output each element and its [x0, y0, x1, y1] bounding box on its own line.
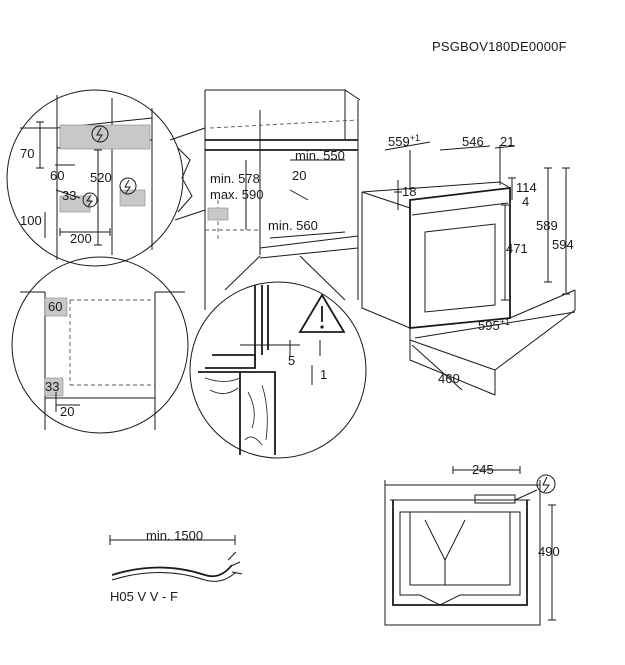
dim-4: 4 [522, 194, 529, 209]
dim-245: 245 [472, 462, 494, 477]
dim-460: 460 [438, 371, 460, 386]
dim-5: 5 [288, 353, 295, 368]
dim-21: 21 [500, 134, 514, 149]
dim-559: 559+1 [388, 133, 420, 149]
detail-circle-top-left: 70 60 520 33 100 200 [6, 89, 206, 267]
dim-33: 33 [62, 188, 76, 203]
dim-594: 594 [552, 237, 574, 252]
dim-520: 520 [90, 170, 112, 185]
oven-back-view: 245 490 [384, 462, 560, 626]
warning-triangle-icon [298, 293, 346, 333]
electrical-hazard-icon [536, 474, 556, 494]
dim-589: 589 [536, 218, 558, 233]
oven-drawing: 559+1 546 21 114 4 589 594 471 18 595+1 … [361, 133, 576, 396]
dim-min-550: min. 550 [295, 148, 345, 163]
electrical-hazard-icon [119, 177, 137, 195]
dim-100: 100 [20, 213, 42, 228]
dim-595: 595+1 [478, 317, 510, 333]
dim-20: 20 [292, 168, 306, 183]
niche-cabinet: min. 550 min. 578 max. 590 20 min. 560 [204, 89, 361, 310]
cable-length: min. 1500 [146, 528, 203, 543]
cable-type: H05 V V - F [110, 589, 178, 604]
dim-20: 20 [60, 404, 74, 419]
dim-490: 490 [538, 544, 560, 559]
dim-1: 1 [320, 367, 327, 382]
dim-546: 546 [462, 134, 484, 149]
electrical-hazard-icon [82, 192, 98, 208]
dim-max-590: max. 590 [210, 187, 263, 202]
dim-60: 60 [48, 299, 62, 314]
dim-70: 70 [20, 146, 34, 161]
detail-circle-bottom-mid: 5 1 [189, 255, 367, 459]
power-cable: min. 1500 H05 V V - F [109, 528, 243, 604]
dim-33: 33 [45, 379, 59, 394]
electrical-hazard-icon [91, 125, 109, 143]
dim-200: 200 [70, 231, 92, 246]
dim-60: 60 [50, 168, 64, 183]
detail-circle-bottom-left: 60 33 20 [11, 256, 189, 434]
dim-471: 471 [506, 241, 528, 256]
dim-114: 114 [516, 180, 537, 195]
product-code: PSGBOV180DE0000F [432, 39, 567, 54]
dim-min-578: min. 578 [210, 171, 260, 186]
dim-min-560: min. 560 [268, 218, 318, 233]
dim-18: 18 [402, 184, 416, 199]
